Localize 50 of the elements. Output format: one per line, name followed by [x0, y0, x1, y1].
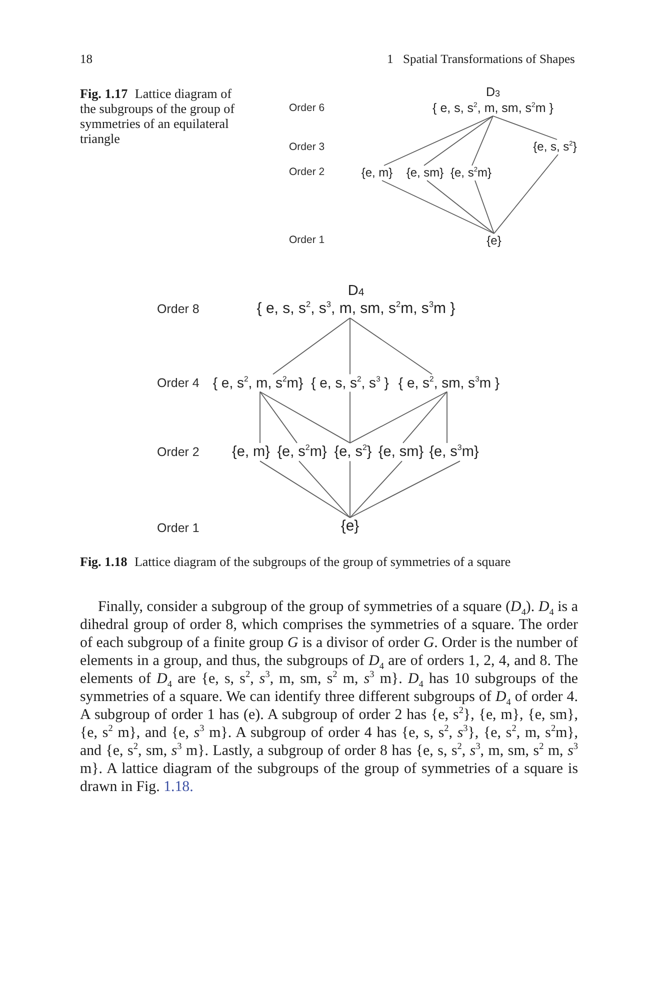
subgroup-set: {e, s$^{3}$m}: [429, 442, 479, 462]
order-label: Order 8: [157, 302, 200, 316]
subgroup-set: { e, s, s$^{2}$, m, sm, s$^{2}$m }: [432, 100, 554, 116]
subgroup-set: { e, s$^{2}$, sm, s$^{3}$m }: [398, 374, 500, 392]
subgroup-set: {e}: [486, 234, 502, 248]
subgroup-set: { e, s, s$^{2}$, s$^{3}$, m, sm, s$^{2}$m, s$^{3}$m }: [256, 300, 456, 318]
lattice-line: [382, 180, 494, 234]
lattice-line: [474, 180, 494, 234]
page-number: 18: [80, 52, 92, 67]
subgroup-set: { e, s$^{2}$, m, s$^{2}$m}: [212, 374, 304, 392]
order-label: Order 1: [289, 234, 325, 246]
subgroup-set: {e, sm}: [406, 166, 444, 180]
lattice-line: [384, 116, 494, 166]
lattice-line: [472, 116, 494, 166]
running-header: Spatial Transformations of Shapes: [403, 52, 575, 67]
subgroup-set: {e, s, s$^{2}$}: [533, 140, 577, 154]
order-label: Order 2: [289, 166, 325, 178]
order-label: Order 4: [157, 376, 200, 390]
lattice-line: [350, 460, 402, 518]
body-paragraph: Finally, consider a subgroup of the group of symmetries of a square (D$_{4}$). D$_{4}$ is a dihedral group of order 8, which comprises the symmetries of a square. The order of each subgroup of a finite group G is a divisor of order G. Order is the number of elements in a group, and thus, the subgroups of D$_{4}$ are of orders 1, 2, 4, and 8. The elements of D$_{4}$ are {e, s, s$^{2}$, s$^{3}$, m, sm, s$^{2}$ m, s$^{3}$ m}. D$_{4}$ has 10 subgroups of the symmetries of a square. We can identify three different subgroups of D$_{4}$ of order 4. A subgroup of order 1 has (e). A subgroup of order 2 has {e, s$^{2}$}, {e, m}, {e, sm}, {e, s$^{2}$ m}, and {e, s$^{3}$ m}. A subgroup of order 4 has {e, s, s$^{2}$, s$^{3}$}, {e, s$^{2}$, m, s$^{2}$m}, and {e, s$^{2}$, sm, s$^{3}$ m}. Lastly, a subgroup of order 8 has {e, s, s$^{2}$, s$^{3}$, m, sm, s$^{2}$ m, s$^{3}$ m}. A lattice diagram of the subgroups of the group of symmetries of a square is drawn in Fig. 1.18.: [80, 598, 578, 796]
lattice-line: [350, 391, 448, 444]
lattice-line: [402, 391, 448, 444]
subgroup-set: {e, s$^{2}$}: [334, 442, 372, 462]
order-label: Order 3: [289, 141, 325, 153]
subgroup-set: {e, m}: [361, 166, 393, 180]
figure-caption: Fig. 1.18 Lattice diagram of the subgroups of the group of symmetries of a square: [80, 554, 511, 570]
lattice-line: [426, 180, 494, 234]
lattice-line: [492, 116, 558, 140]
chapter-number: 1: [387, 52, 394, 67]
lattice-line: [494, 154, 558, 234]
order-label: Order 1: [157, 521, 200, 535]
subgroup-set: {e, m}: [232, 442, 270, 462]
lattice-line: [272, 318, 350, 375]
subgroup-set: {e}: [340, 518, 360, 536]
lattice-line: [424, 116, 494, 166]
lattice-line: [446, 391, 448, 444]
lattice-line: [298, 460, 350, 518]
figure-link: 1.18.: [164, 779, 194, 795]
order-label: Order 6: [289, 102, 325, 114]
lattice-line: [350, 460, 460, 518]
subgroup-set: { e, s, s$^{2}$, s$^{3}$ }: [311, 374, 389, 392]
figure-caption: Fig. 1.17 Lattice diagram of the subgroups of the group of symmetries of an equilateral triangle: [80, 86, 236, 146]
subgroup-set: {e, s$^{2}$m}: [450, 166, 492, 180]
subgroup-set: {e, sm}: [378, 442, 424, 462]
subgroup-set: {e, s$^{2}$m}: [277, 442, 327, 462]
lattice-line: [260, 391, 350, 444]
lattice-line: [260, 460, 350, 518]
lattice-line: [350, 318, 432, 375]
order-label: Order 2: [157, 445, 200, 459]
lattice-line: [260, 391, 298, 444]
